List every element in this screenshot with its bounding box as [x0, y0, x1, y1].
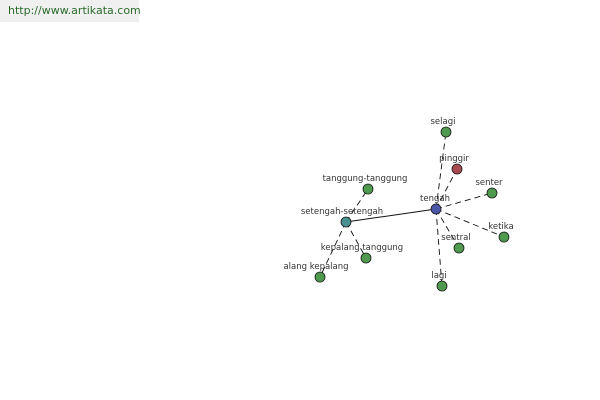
edge-setengah-setengah-tanggung-tanggung	[345, 188, 369, 223]
edge-tengah-selagi	[435, 131, 447, 210]
node-tanggung-tanggung[interactable]	[362, 183, 374, 195]
edge-setengah-setengah-kepalang-tanggung	[345, 221, 367, 259]
node-label-selagi[interactable]: selagi	[431, 117, 456, 127]
node-sentral[interactable]	[453, 242, 465, 254]
node-label-senter[interactable]: senter	[475, 178, 503, 188]
node-pinggir[interactable]	[451, 163, 463, 175]
node-label-ketika[interactable]: ketika	[488, 222, 514, 232]
node-kepalang-tanggung[interactable]	[360, 252, 372, 264]
node-setengah-setengah[interactable]	[340, 216, 352, 228]
node-senter[interactable]	[486, 187, 498, 199]
node-label-setengah-setengah[interactable]: setengah-setengah	[301, 207, 383, 217]
edge-tengah-ketika	[435, 208, 505, 238]
node-label-kepalang-tanggung[interactable]: kepalang tanggung	[321, 243, 403, 253]
edge-tengah-pinggir	[435, 168, 458, 210]
node-label-sentral[interactable]: sentral	[441, 233, 470, 243]
edge-tengah-lagi	[435, 208, 443, 287]
edge-tengah-setengah-setengah	[345, 208, 437, 223]
graph-nodes: tengah setengah-setengah selagi pinggir sent…	[283, 117, 514, 292]
node-lagi[interactable]	[436, 280, 448, 292]
graph-edges	[319, 131, 505, 287]
node-label-lagi[interactable]: lagi	[431, 271, 446, 281]
node-alang-kepalang[interactable]	[314, 271, 326, 283]
edge-tengah-sentral	[435, 208, 460, 249]
node-label-pinggir[interactable]: pinggir	[439, 154, 469, 164]
site-url-watermark: http://www.artikata.com	[0, 0, 141, 22]
node-ketika[interactable]	[498, 231, 510, 243]
node-label-alang-kepalang[interactable]: alang kepalang	[283, 262, 348, 272]
edge-setengah-setengah-alang-kepalang	[319, 221, 347, 278]
node-label-tengah[interactable]: tengah	[420, 194, 450, 204]
node-selagi[interactable]	[440, 126, 452, 138]
node-label-tanggung-tanggung[interactable]: tanggung-tanggung	[323, 174, 408, 184]
node-tengah[interactable]	[430, 203, 442, 215]
